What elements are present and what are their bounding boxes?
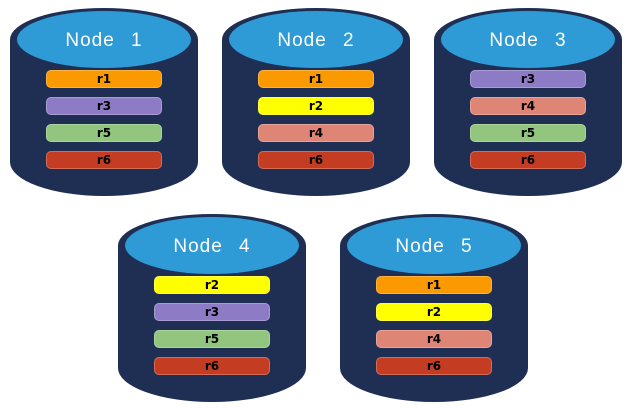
node-1: Node 1 r1 r3 r5 r6 bbox=[10, 8, 198, 196]
replica-bar-r6: r6 bbox=[154, 357, 270, 375]
node-5: Node 5 r1 r2 r4 r6 bbox=[340, 214, 528, 402]
replica-bar-r3: r3 bbox=[470, 70, 586, 88]
replica-label: r2 bbox=[426, 305, 442, 319]
replica-bar-r2: r2 bbox=[154, 276, 270, 294]
replica-label: r4 bbox=[308, 126, 324, 140]
replica-bar-r2: r2 bbox=[258, 97, 374, 115]
replica-list: r3 r4 r5 r6 bbox=[470, 70, 586, 169]
cylinder-top-face: Node 1 bbox=[17, 11, 191, 68]
replica-label: r1 bbox=[426, 278, 442, 292]
replica-label: r1 bbox=[96, 72, 112, 86]
cylinder-top-face: Node 5 bbox=[347, 217, 521, 274]
cylinder-top-face: Node 2 bbox=[229, 11, 403, 68]
replica-label: r2 bbox=[204, 278, 220, 292]
replica-label: r1 bbox=[308, 72, 324, 86]
replica-label: r6 bbox=[308, 153, 324, 167]
cylinder-top-face: Node 4 bbox=[125, 217, 299, 274]
replica-label: r6 bbox=[204, 359, 220, 373]
replica-label: r4 bbox=[426, 332, 442, 346]
replica-list: r1 r2 r4 r6 bbox=[376, 276, 492, 375]
replica-list: r2 r3 r5 r6 bbox=[154, 276, 270, 375]
replica-bar-r3: r3 bbox=[154, 303, 270, 321]
replica-label: r4 bbox=[520, 99, 536, 113]
replica-label: r3 bbox=[96, 99, 112, 113]
replica-label: r6 bbox=[520, 153, 536, 167]
replica-bar-r4: r4 bbox=[258, 124, 374, 142]
replica-list: r1 r3 r5 r6 bbox=[46, 70, 162, 169]
replica-bar-r3: r3 bbox=[46, 97, 162, 115]
replica-list: r1 r2 r4 r6 bbox=[258, 70, 374, 169]
replica-bar-r6: r6 bbox=[46, 151, 162, 169]
replica-bar-r5: r5 bbox=[154, 330, 270, 348]
replica-label: r5 bbox=[204, 332, 220, 346]
replica-label: r5 bbox=[96, 126, 112, 140]
replica-bar-r1: r1 bbox=[376, 276, 492, 294]
replica-bar-r6: r6 bbox=[376, 357, 492, 375]
node-label: Node 1 bbox=[65, 29, 143, 51]
replica-bar-r4: r4 bbox=[376, 330, 492, 348]
node-label: Node 2 bbox=[277, 29, 355, 51]
node-2: Node 2 r1 r2 r4 r6 bbox=[222, 8, 410, 196]
replica-label: r3 bbox=[520, 72, 536, 86]
node-label: Node 3 bbox=[489, 29, 567, 51]
replica-bar-r4: r4 bbox=[470, 97, 586, 115]
replica-label: r3 bbox=[204, 305, 220, 319]
node-label: Node 4 bbox=[173, 235, 251, 257]
replica-bar-r1: r1 bbox=[258, 70, 374, 88]
replica-bar-r5: r5 bbox=[46, 124, 162, 142]
replica-bar-r6: r6 bbox=[258, 151, 374, 169]
cylinder-top-face: Node 3 bbox=[441, 11, 615, 68]
node-label: Node 5 bbox=[395, 235, 473, 257]
node-3: Node 3 r3 r4 r5 r6 bbox=[434, 8, 622, 196]
replica-bar-r1: r1 bbox=[46, 70, 162, 88]
node-4: Node 4 r2 r3 r5 r6 bbox=[118, 214, 306, 402]
replica-bar-r5: r5 bbox=[470, 124, 586, 142]
replica-label: r5 bbox=[520, 126, 536, 140]
replica-label: r6 bbox=[426, 359, 442, 373]
replica-label: r6 bbox=[96, 153, 112, 167]
replica-bar-r2: r2 bbox=[376, 303, 492, 321]
replica-bar-r6: r6 bbox=[470, 151, 586, 169]
replica-label: r2 bbox=[308, 99, 324, 113]
